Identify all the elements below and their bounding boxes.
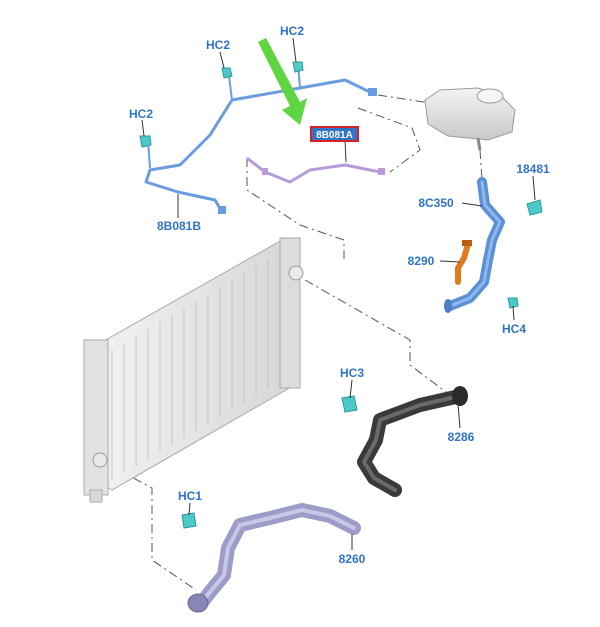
pointer-arrow — [258, 38, 307, 125]
clamp-hc4[interactable] — [507, 297, 519, 309]
clamp-hc2-top-left[interactable] — [221, 67, 233, 79]
label-8b081b[interactable]: 8B081B — [157, 219, 201, 233]
label-hc4[interactable]: HC4 — [502, 322, 526, 336]
bypass-pipe-8290[interactable] — [455, 240, 472, 285]
clamp-hc3[interactable] — [341, 395, 358, 413]
radiator-hose-8c350[interactable] — [444, 177, 505, 313]
label-8b081a: 8B081A — [316, 130, 353, 141]
lower-hose-8286[interactable] — [357, 386, 468, 497]
label-8c350[interactable]: 8C350 — [418, 196, 454, 210]
label-8290[interactable]: 8290 — [408, 254, 435, 268]
bleed-hose-8b081a[interactable] — [246, 156, 385, 184]
label-8260[interactable]: 8260 — [339, 552, 366, 566]
label-18481[interactable]: 18481 — [516, 162, 550, 176]
coolant-expansion-tank[interactable] — [424, 87, 516, 151]
radiator[interactable] — [83, 237, 304, 503]
label-8286[interactable]: 8286 — [448, 430, 475, 444]
highlighted-part-label[interactable]: 8B081A — [310, 126, 359, 142]
clamp-hc1[interactable] — [181, 512, 197, 529]
bottom-hose-8260[interactable] — [187, 503, 361, 613]
label-hc2-left[interactable]: HC2 — [129, 107, 153, 121]
clamp-18481[interactable] — [526, 199, 543, 216]
label-leader-lines — [141, 37, 536, 550]
clamp-hc2-left[interactable] — [139, 135, 152, 148]
dashed-reference-lines — [99, 94, 483, 591]
label-hc3[interactable]: HC3 — [340, 366, 364, 380]
label-hc1[interactable]: HC1 — [178, 489, 202, 503]
label-hc2-top-left[interactable]: HC2 — [206, 38, 230, 52]
clamp-hc2-top-right[interactable] — [292, 61, 304, 73]
label-hc2-top-right[interactable]: HC2 — [280, 24, 304, 38]
